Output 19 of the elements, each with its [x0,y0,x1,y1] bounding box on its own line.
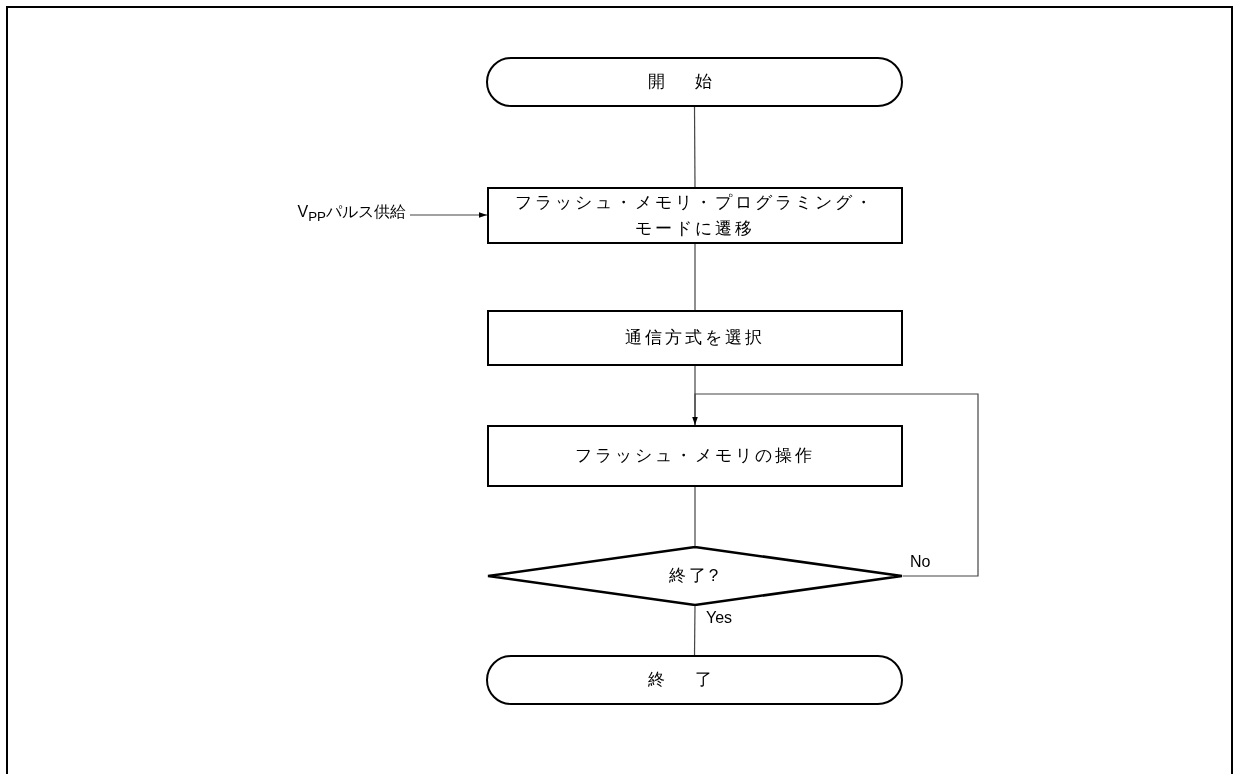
step-text: フラッシュ・メモリの操作 [575,445,815,467]
arrow [409,212,488,218]
decision-text: 終了? [668,565,722,587]
step-text: 開始 [647,71,742,93]
connector-line [694,243,696,311]
arrow [692,393,979,577]
connector-line [693,605,696,656]
process-box [487,425,903,487]
start-terminal [486,57,903,107]
step-text: 終了 [647,669,742,691]
step-text: 通信方式を選択 [625,327,765,349]
end-terminal [486,655,903,705]
step-text: フラッシュ・メモリ・プログラミング・モードに遷移 [514,191,876,240]
input-label: V$_{PP}$パルス供給 [297,202,406,227]
process-box [487,187,903,244]
connector-line [693,106,696,188]
connector-line [694,486,696,547]
process-box [487,310,903,366]
decision-diamond [487,546,903,606]
